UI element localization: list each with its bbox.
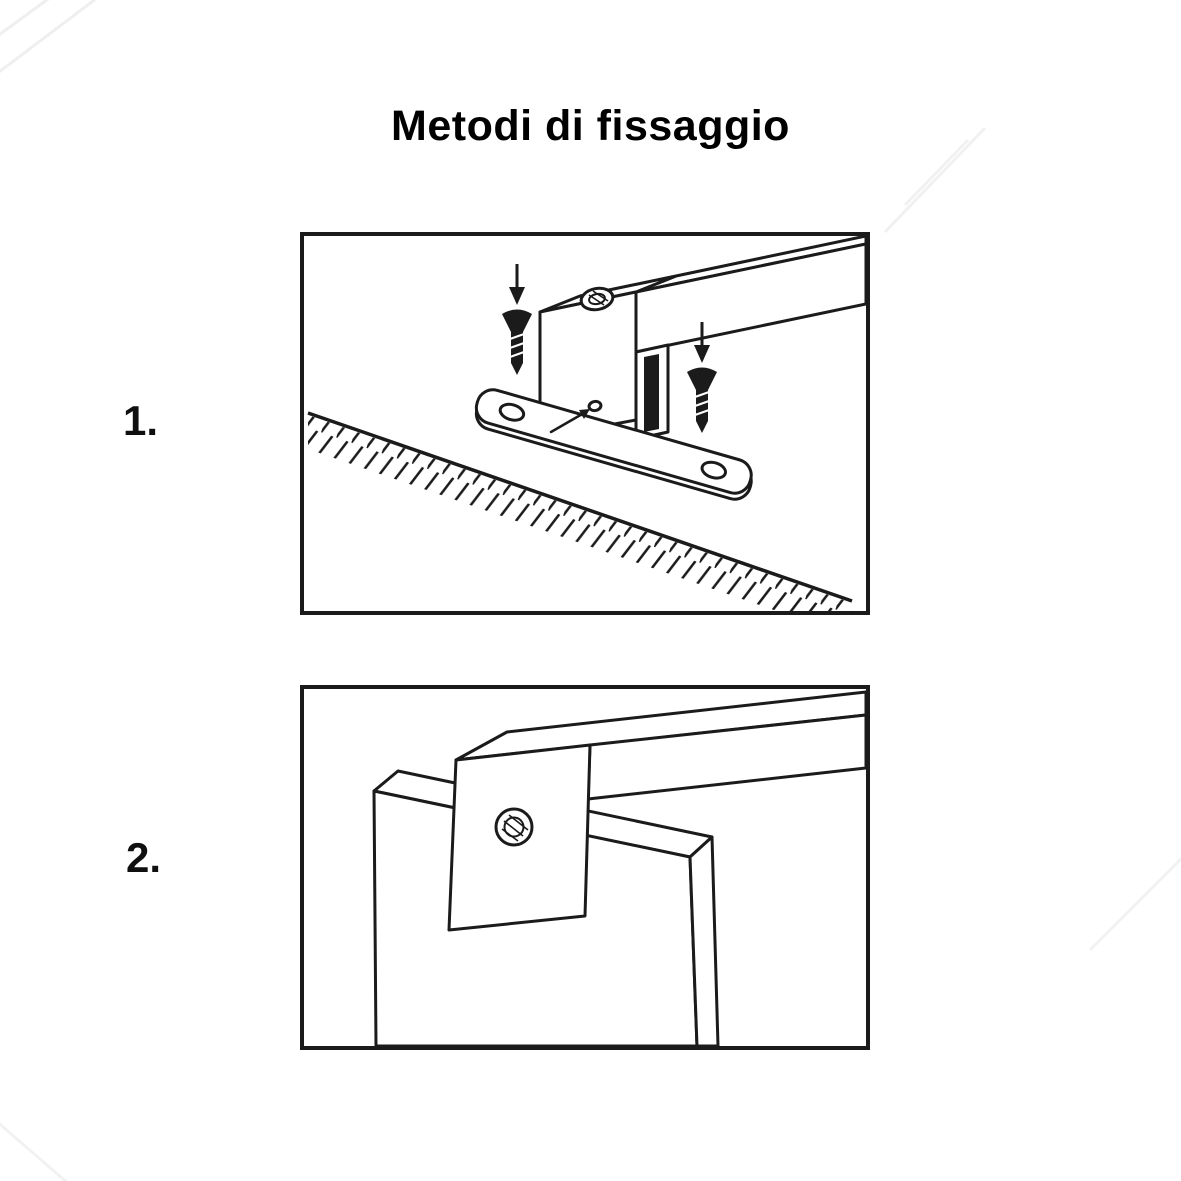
screw-mounting-diagram [307, 236, 866, 611]
pin-hole-callout [549, 399, 603, 434]
panel-side-face [688, 835, 720, 1046]
figure-2-label: 2. [126, 834, 162, 881]
screw-head-icon [494, 807, 534, 847]
plate-top-face [474, 388, 753, 495]
figure-1-box [300, 232, 870, 615]
pin-hole [587, 399, 603, 413]
ground-surface [307, 411, 853, 611]
figure-1-label: 1. [123, 397, 159, 444]
towel-bar [538, 236, 866, 441]
screw-head-icon [579, 286, 615, 312]
figure-2-box [300, 685, 870, 1050]
hook-bracket [447, 743, 592, 932]
plate-hole-left [498, 402, 526, 422]
plate-hole-right [700, 460, 728, 480]
page-title: Metodi di fissaggio [391, 102, 790, 150]
screw-right [687, 322, 717, 433]
mounting-plate [474, 388, 753, 501]
hook-mounting-diagram [372, 690, 866, 1046]
hook-slot [644, 354, 659, 432]
screw-left [502, 264, 532, 375]
